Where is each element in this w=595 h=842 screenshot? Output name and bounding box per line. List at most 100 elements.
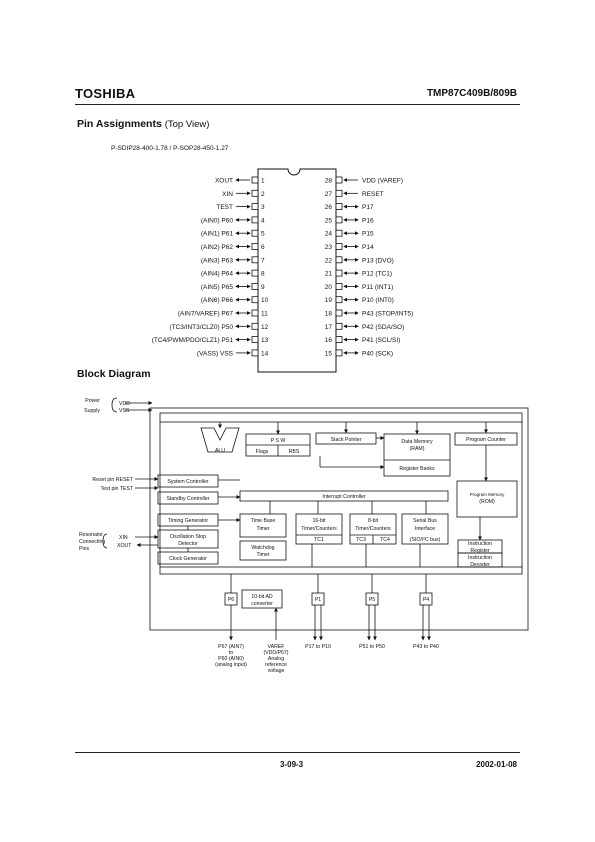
pin-label: (AIN5) P65: [201, 284, 234, 291]
tc1-label: TC1: [314, 537, 324, 543]
pin-label: (AIN6) P66: [201, 297, 234, 304]
pin-label: RESET: [362, 191, 384, 198]
pin-number: 16: [325, 337, 333, 344]
pin-number: 11: [261, 311, 268, 318]
tc3-label: TC3: [356, 537, 366, 543]
pin-26: 26 P17: [325, 203, 374, 211]
port-p1-label: P1: [315, 597, 321, 603]
revision-date: 2002-01-08: [476, 760, 517, 769]
pin-number: 26: [325, 204, 333, 211]
system-controller-label: System Controller: [167, 479, 208, 485]
ain-label3: P60 (AIN0): [218, 656, 244, 662]
pin-number: 21: [325, 271, 333, 278]
power-label: Power: [85, 398, 100, 404]
pin-number: 3: [261, 204, 265, 211]
time-base-timer-block: [239, 513, 287, 538]
pin-16: 16 P41 (SCL/SI): [325, 336, 400, 344]
pin-label: P42 (SDA/SO): [362, 324, 404, 331]
pin-number: 28: [325, 178, 333, 185]
p5-range-label: P51 to P50: [359, 644, 385, 650]
port-p5-label: P5: [369, 597, 375, 603]
resonator-label: Resonator: [79, 532, 103, 538]
pin-number: 20: [325, 284, 333, 291]
header-rule: [75, 104, 520, 105]
rbs-label: RBS: [289, 449, 300, 455]
vref-label1: VAREF: [268, 644, 285, 650]
internal-bus-top: [159, 412, 523, 423]
instruction-decoder-label2: Decoder: [470, 562, 490, 568]
pin-8: (AIN4) P64 8: [201, 269, 265, 278]
pin-number: 14: [261, 350, 269, 357]
pin-number: 7: [261, 257, 265, 264]
pin-label: P43 (STOP/INT5): [362, 311, 413, 318]
watchdog-label1: Watchdog: [251, 545, 274, 551]
package-label: P-SDIP28-400-1.78 / P-SOP28-450-1.27: [111, 145, 229, 152]
ram-label: (RAM): [410, 446, 425, 452]
standby-controller-block: [157, 491, 219, 505]
time-base-label2: Timer: [256, 526, 269, 532]
pin-label: (AIN4) P64: [201, 271, 234, 278]
ad-converter-label1: 10-bit AD: [251, 594, 273, 600]
vref-label5: voltage: [268, 668, 285, 674]
pin-label: P16: [362, 217, 374, 224]
serial-bus-label2: Interface: [415, 526, 435, 532]
pin-11: (AIN7/VAREF) P67 11: [178, 309, 268, 318]
reset-pin-label: Reset pin RESET: [92, 477, 133, 483]
pin-number: 13: [261, 337, 269, 344]
pin-number: 12: [261, 324, 269, 331]
p4-range-label: P43 to P40: [413, 644, 439, 650]
pin-20: 20 P11 (INT1): [325, 282, 393, 291]
pin-label: (AIN7/VAREF) P67: [178, 311, 234, 318]
flags-label: Flags: [256, 449, 269, 455]
pin-number: 4: [261, 217, 265, 224]
oscillation-stop-label1: Oscillation Stop: [170, 534, 206, 540]
pin-3: TEST 3: [216, 203, 265, 211]
watchdog-label2: Timer: [256, 552, 269, 558]
timer16-label2: Timer/Counters: [301, 526, 337, 532]
chip-boundary: [149, 407, 529, 631]
pin-number: 15: [325, 350, 333, 357]
serial-bus-label1: Serial Bus: [413, 518, 437, 524]
standby-controller-label: Standby Controller: [167, 496, 210, 502]
system-controller-block: [157, 474, 219, 488]
pin-label: P17: [362, 204, 374, 211]
pin-label: P11 (INT1): [362, 284, 393, 291]
pin-label: P10 (INT0): [362, 297, 394, 304]
ain-label2: to: [229, 650, 233, 656]
pin-label: (TC4/PWM/PDO/CLZ1) P51: [152, 337, 234, 344]
pin-label: P41 (SCL/SI): [362, 337, 400, 344]
timer16-block: [295, 513, 343, 545]
serial-bus-interface-block: [401, 513, 449, 545]
timing-generator-label: Timing Generator: [168, 518, 208, 524]
pin-number: 8: [261, 271, 265, 278]
pin-label: TEST: [216, 204, 233, 211]
program-memory-label: Program Memory: [470, 492, 506, 497]
instruction-decoder-block: [457, 552, 503, 568]
clock-generator-label: Clock Generator: [169, 556, 207, 562]
pin-label: P15: [362, 231, 374, 238]
footer-rule: [75, 752, 520, 753]
timer8-label2: Timer/Counters: [355, 526, 391, 532]
pin-label: XOUT: [215, 178, 233, 185]
ain-label1: P67 (AIN7): [218, 644, 244, 650]
pin-label: (VASS) VSS: [197, 350, 234, 357]
brand-logo: TOSHIBA: [75, 86, 136, 101]
block-diagram-title: Block Diagram: [77, 368, 151, 380]
